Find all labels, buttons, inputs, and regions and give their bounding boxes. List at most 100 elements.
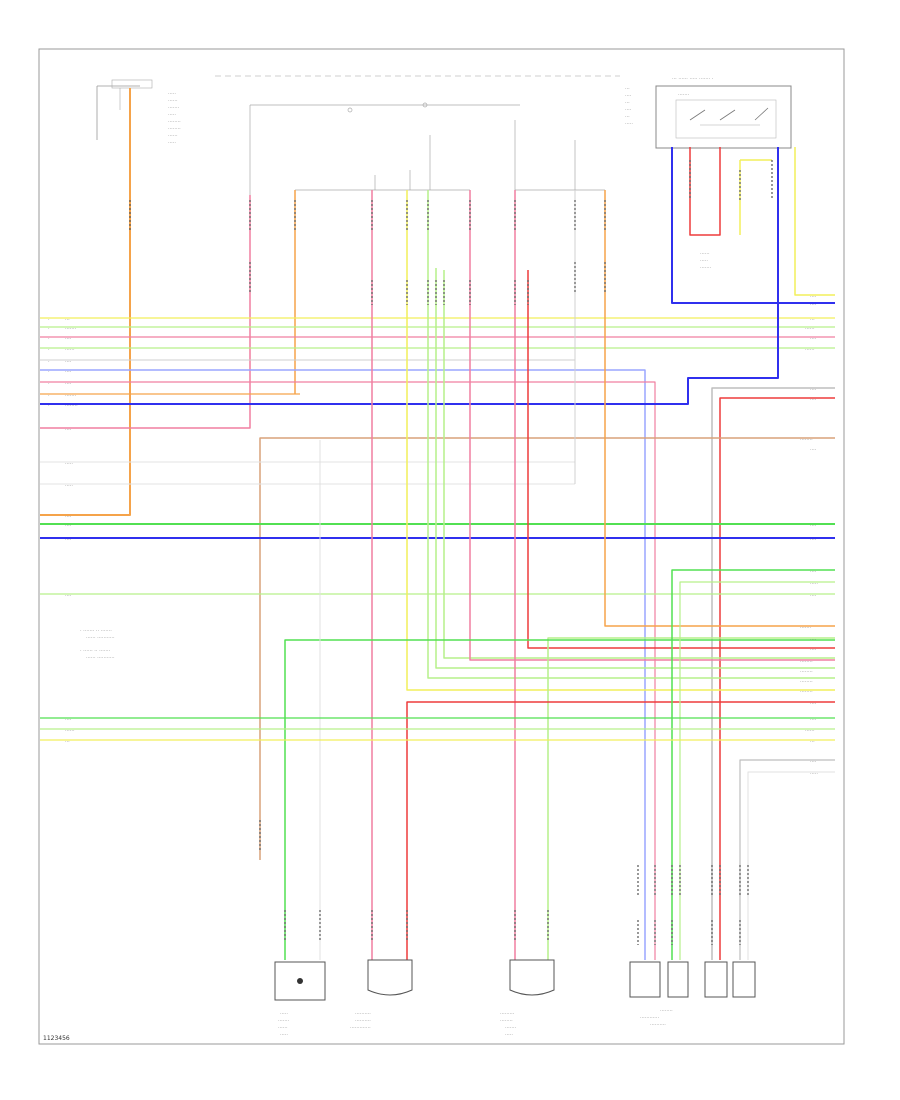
wire-pink-c2 bbox=[469, 190, 835, 661]
svg-text:··········: ·········· bbox=[355, 1011, 371, 1017]
svg-text:·····: ····· bbox=[65, 461, 73, 467]
switch-assembly-top-right: ··· ······ ····· ······· · ······· ·····… bbox=[625, 76, 792, 271]
svg-text:·····: ····· bbox=[168, 140, 176, 146]
wire-orange-fuse bbox=[40, 130, 131, 516]
wire-lg-c1 bbox=[427, 190, 835, 679]
svg-text:·: · bbox=[48, 317, 50, 323]
svg-text:·····: ····· bbox=[625, 121, 633, 127]
component-bottom-1: ······················· bbox=[274, 961, 326, 1038]
svg-text:····: ···· bbox=[810, 593, 817, 599]
bus-lightblue bbox=[40, 369, 646, 960]
wire-brown bbox=[259, 437, 835, 860]
svg-text:·: · bbox=[48, 381, 50, 387]
component-bottom-2: ································· bbox=[350, 959, 413, 1031]
svg-text:·····: ····· bbox=[810, 581, 818, 587]
wire-red-bottom bbox=[406, 701, 835, 960]
svg-text:·: · bbox=[48, 336, 50, 342]
svg-text:·······: ······· bbox=[800, 625, 812, 631]
svg-text:········: ········ bbox=[800, 679, 813, 685]
svg-text:·····: ····· bbox=[505, 1032, 513, 1038]
svg-text:······: ······ bbox=[65, 347, 75, 353]
wire-red-right-2 bbox=[719, 397, 835, 960]
svg-text:·····: ····· bbox=[168, 91, 176, 97]
svg-text:····: ···· bbox=[65, 381, 72, 387]
svg-text:····: ···· bbox=[810, 569, 817, 575]
svg-text:···: ··· bbox=[625, 114, 630, 120]
svg-text:·: · bbox=[48, 347, 50, 353]
svg-text:········: ········ bbox=[660, 1008, 673, 1014]
svg-text:·····: ····· bbox=[700, 258, 708, 264]
svg-text:·: · bbox=[48, 393, 50, 399]
svg-text:······: ······ bbox=[168, 133, 178, 139]
svg-text:· ······· ·· ·······: · ······· ·· ······· bbox=[80, 628, 112, 634]
svg-text:····: ···· bbox=[810, 387, 817, 393]
svg-text:···: ··· bbox=[810, 317, 815, 323]
svg-text:········: ········ bbox=[65, 403, 78, 409]
svg-text:··· ······ ····· ······· ·: ··· ······ ····· ······· · bbox=[672, 76, 714, 82]
svg-text:·····: ····· bbox=[810, 771, 818, 777]
svg-text:············: ············ bbox=[640, 1015, 659, 1021]
svg-text:······: ······ bbox=[805, 326, 815, 332]
svg-text:····: ···· bbox=[810, 759, 817, 765]
svg-text:····: ···· bbox=[625, 107, 632, 113]
svg-text:·····: ····· bbox=[168, 112, 176, 118]
wire-pink-left bbox=[40, 195, 251, 429]
svg-text:········: ········ bbox=[800, 437, 813, 443]
connector-pins bbox=[129, 160, 773, 945]
svg-text:·······: ······· bbox=[700, 265, 712, 271]
svg-text:······: ······ bbox=[65, 728, 75, 734]
bus-pink-2 bbox=[40, 381, 656, 960]
svg-text:·········: ········· bbox=[500, 1011, 515, 1017]
svg-text:····: ···· bbox=[810, 647, 817, 653]
svg-text:····: ···· bbox=[810, 701, 817, 707]
diagram-code: 1123456 bbox=[43, 1035, 70, 1042]
svg-text:····: ···· bbox=[65, 537, 72, 543]
svg-text:··········: ·········· bbox=[650, 1022, 666, 1028]
svg-text:········: ········ bbox=[168, 126, 181, 132]
svg-text:····: ···· bbox=[65, 514, 72, 520]
svg-text:········: ········ bbox=[800, 689, 813, 695]
svg-text:·············: ············· bbox=[350, 1025, 371, 1031]
svg-text:··········: ·········· bbox=[355, 1018, 371, 1024]
wire-red-c3 bbox=[527, 270, 835, 649]
bus-labels: ···· ········ ····· ······· ····· ····· … bbox=[48, 294, 818, 777]
svg-text:·····: ····· bbox=[65, 483, 73, 489]
wire-lg-c3 bbox=[443, 270, 835, 659]
svg-text:·····: ····· bbox=[280, 1032, 288, 1038]
svg-text:···: ··· bbox=[625, 100, 630, 106]
svg-text:···: ··· bbox=[625, 86, 630, 92]
svg-text:···: ··· bbox=[65, 739, 70, 745]
svg-text:·······: ······· bbox=[278, 1018, 290, 1024]
svg-text:···: ··· bbox=[810, 739, 815, 745]
wire-lg-right bbox=[679, 581, 835, 960]
svg-text:····: ···· bbox=[810, 336, 817, 342]
wire-green-right bbox=[671, 569, 835, 960]
svg-text:······: ······ bbox=[278, 1025, 288, 1031]
svg-text:····: ···· bbox=[65, 359, 72, 365]
svg-text:· ······ ·· ·······: · ······ ·· ······· bbox=[80, 648, 111, 654]
svg-text:····: ···· bbox=[810, 294, 817, 300]
wire-layer bbox=[40, 130, 835, 960]
svg-text:·: · bbox=[48, 326, 50, 332]
wire-yellow-right-2 bbox=[794, 147, 835, 296]
svg-text:·······: ······· bbox=[65, 393, 77, 399]
svg-text:········: ········ bbox=[800, 659, 813, 665]
svg-text:····: ···· bbox=[65, 427, 72, 433]
wire-green-left bbox=[284, 639, 835, 960]
svg-text:····: ···· bbox=[810, 537, 817, 543]
svg-text:····: ···· bbox=[810, 523, 817, 529]
wire-lg-c4 bbox=[547, 637, 835, 960]
svg-text:····: ···· bbox=[65, 593, 72, 599]
diagram-border bbox=[38, 48, 845, 1045]
wire-red-right bbox=[689, 147, 721, 236]
svg-text:····: ···· bbox=[810, 447, 817, 453]
svg-text:·······: ······· bbox=[505, 1025, 517, 1031]
svg-text:····: ···· bbox=[65, 369, 72, 375]
svg-text:····: ···· bbox=[625, 93, 632, 99]
fuse-block-top-left: ··········· ············ ···············… bbox=[96, 79, 181, 146]
wire-gray-br bbox=[739, 759, 835, 960]
svg-text:········: ········ bbox=[800, 669, 813, 675]
svg-text:·: · bbox=[48, 359, 50, 365]
svg-text:·······: ······· bbox=[65, 326, 77, 332]
wire-lg-c2 bbox=[435, 268, 835, 669]
